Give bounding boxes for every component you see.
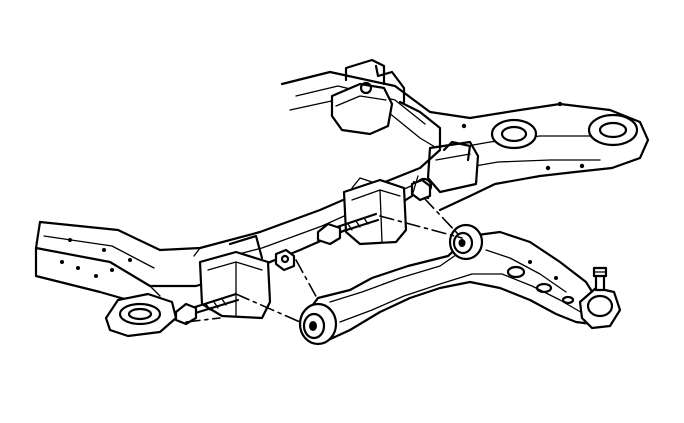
rear-bolt (316, 212, 380, 246)
front-bushing (298, 302, 338, 346)
front-control-arm-bracket (198, 234, 272, 320)
detail-strokes (149, 175, 419, 297)
front-nut (274, 248, 296, 272)
rear-control-arm-bracket (342, 178, 408, 246)
rear-bushing (448, 223, 484, 261)
rear-crossmember (280, 70, 650, 212)
front-bolt (174, 292, 240, 326)
rear-nut (410, 178, 432, 202)
alignment-lines (185, 197, 463, 323)
ball-joint (578, 266, 622, 330)
engine-mount-bracket (330, 58, 406, 136)
front-cradle-mount (104, 292, 178, 338)
